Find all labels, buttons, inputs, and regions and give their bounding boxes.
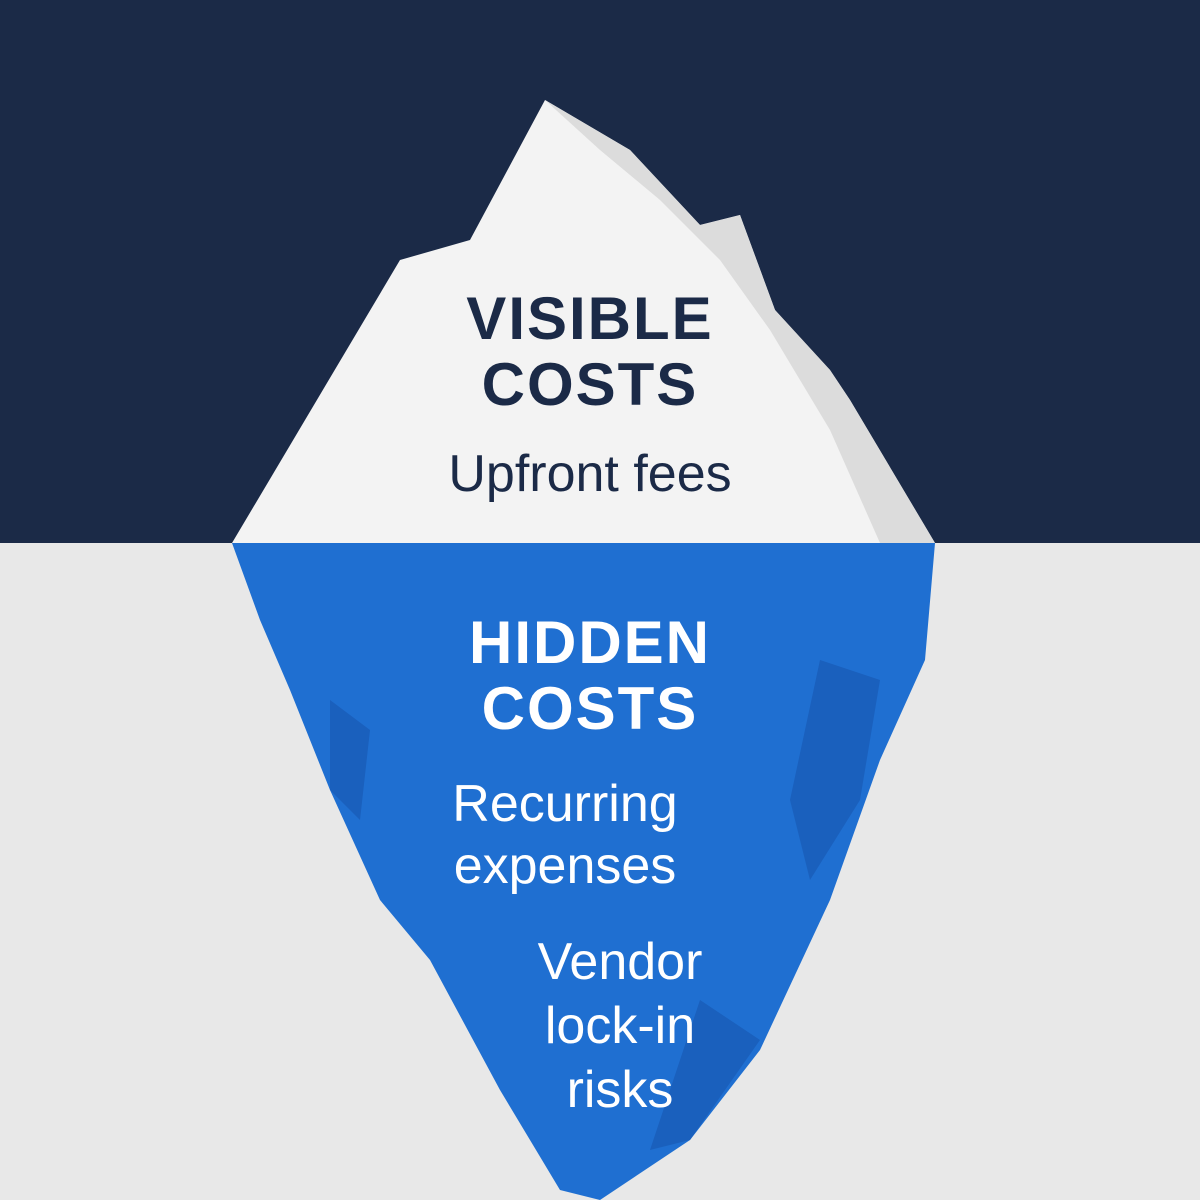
visible-costs-heading: VISIBLE COSTS [440, 286, 740, 418]
visible-cost-item-upfront-fees: Upfront fees [380, 443, 800, 505]
hidden-cost-item-recurring-expenses: Recurring expenses [395, 773, 735, 897]
iceberg-body-shade-bottom [650, 1000, 760, 1150]
hidden-cost-item-line2: expenses [453, 837, 677, 895]
hidden-costs-heading-line1: HIDDEN [468, 609, 711, 676]
iceberg-tip-shade [545, 100, 935, 543]
iceberg-body-shade-right [790, 660, 880, 880]
hidden-cost-item-line2: lock-in [544, 997, 696, 1055]
visible-costs-heading-line2: COSTS [481, 351, 699, 418]
iceberg-tip [232, 100, 935, 543]
hidden-cost-item-line1: Vendor [537, 933, 703, 991]
hidden-cost-item-line1: Recurring [452, 775, 678, 833]
hidden-cost-item-vendor-lock-in-risks: Vendor lock-in risks [490, 930, 750, 1122]
hidden-cost-item-line3: risks [566, 1061, 674, 1119]
hidden-costs-heading-line2: COSTS [481, 675, 699, 742]
hidden-costs-heading: HIDDEN COSTS [440, 610, 740, 742]
visible-cost-item-line1: Upfront fees [448, 445, 732, 503]
visible-costs-heading-line1: VISIBLE [466, 285, 714, 352]
iceberg-body-shade-left [330, 700, 370, 820]
iceberg-body [232, 543, 935, 1200]
